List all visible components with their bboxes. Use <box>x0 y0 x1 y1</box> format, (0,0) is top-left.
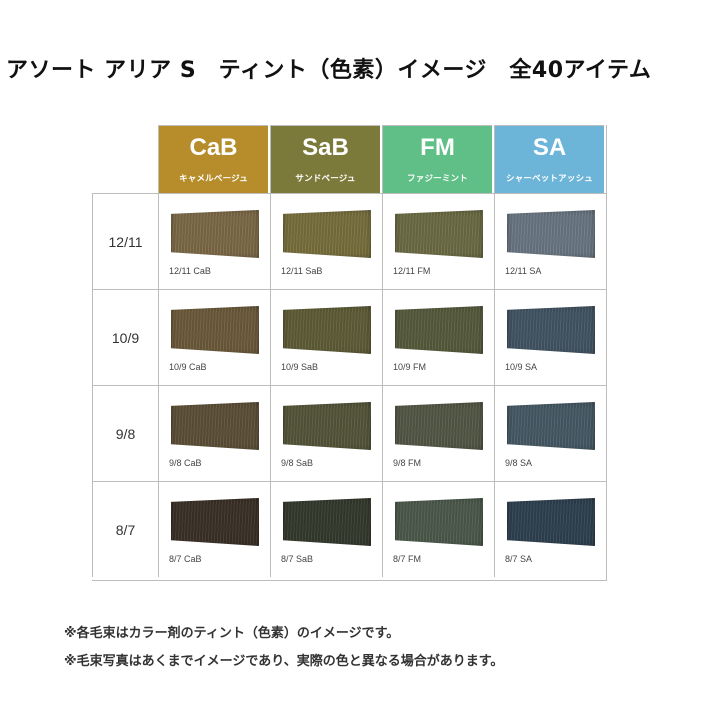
column-header-sa: SA シャーベットアッシュ <box>494 125 604 193</box>
row-header: 10/9 <box>92 289 158 385</box>
swatch-cell: 12/11 SaB <box>270 193 382 289</box>
swatch-cell: 12/11 SA <box>494 193 606 289</box>
swatch-cell: 12/11 CaB <box>158 193 270 289</box>
swatch-label: 12/11 CaB <box>169 266 211 276</box>
row-header: 8/7 <box>92 481 158 577</box>
swatch-label: 8/7 SaB <box>281 554 314 564</box>
swatch-cell: 9/8 CaB <box>158 385 270 481</box>
swatch-cell: 10/9 CaB <box>158 289 270 385</box>
swatch-cell: 10/9 FM <box>382 289 494 385</box>
hair-swatch <box>283 498 371 546</box>
swatch-label: 10/9 CaB <box>169 362 207 372</box>
hair-swatch <box>395 498 483 546</box>
hair-swatch <box>507 306 595 354</box>
hair-swatch <box>395 402 483 450</box>
footnote: ※各毛束はカラー剤のティント（色素）のイメージです。 <box>64 626 400 641</box>
hair-swatch <box>171 210 259 258</box>
hair-swatch <box>283 402 371 450</box>
swatch-cell: 9/8 FM <box>382 385 494 481</box>
swatch-label: 12/11 SA <box>505 266 542 276</box>
swatch-cell: 10/9 SaB <box>270 289 382 385</box>
column-name: ファジーミント <box>407 174 468 184</box>
swatch-label: 8/7 FM <box>393 554 422 564</box>
swatch-label: 12/11 SaB <box>281 266 323 276</box>
hair-swatch <box>507 210 595 258</box>
column-header-sab: SaB サンドベージュ <box>270 125 380 193</box>
hair-swatch <box>283 306 371 354</box>
column-code: FM <box>420 134 455 161</box>
column-name: キャメルベージュ <box>179 174 248 184</box>
hair-swatch <box>395 306 483 354</box>
hair-swatch <box>507 498 595 546</box>
swatch-label: 9/8 SA <box>505 458 533 468</box>
swatch-cell: 10/9 SA <box>494 289 606 385</box>
footnote: ※毛束写真はあくまでイメージであり、実際の色と異なる場合があります。 <box>64 654 504 669</box>
swatch-cell: 8/7 SaB <box>270 481 382 577</box>
swatch-cell: 8/7 SA <box>494 481 606 577</box>
column-code: SaB <box>302 134 349 161</box>
hair-swatch <box>171 306 259 354</box>
swatch-cell: 9/8 SaB <box>270 385 382 481</box>
swatch-label: 9/8 SaB <box>281 458 314 468</box>
swatch-cell: 8/7 FM <box>382 481 494 577</box>
row-header: 12/11 <box>92 193 158 289</box>
hair-swatch <box>171 402 259 450</box>
column-header-cab: CaB キャメルベージュ <box>158 125 268 193</box>
column-code: CaB <box>189 134 238 161</box>
swatch-label: 12/11 FM <box>393 266 431 276</box>
swatch-cell: 8/7 CaB <box>158 481 270 577</box>
swatch-label: 8/7 SA <box>505 554 533 564</box>
column-name: シャーベットアッシュ <box>505 174 593 184</box>
chart-corner <box>92 125 158 193</box>
row-header: 9/8 <box>92 385 158 481</box>
hair-swatch <box>171 498 259 546</box>
footnotes: ※各毛束はカラー剤のティント（色素）のイメージです。 ※毛束写真はあくまでイメー… <box>64 620 704 676</box>
swatch-label: 10/9 SA <box>505 362 538 372</box>
column-header-fm: FM ファジーミント <box>382 125 492 193</box>
swatch-label: 9/8 FM <box>393 458 422 468</box>
color-chart: CaB キャメルベージュ SaB サンドベージュ FM ファジーミント SA シ… <box>92 125 607 581</box>
page-title: アソート アリア S ティント（色素）イメージ 全40アイテム <box>6 58 652 83</box>
column-code: SA <box>532 134 567 161</box>
swatch-cell: 9/8 SA <box>494 385 606 481</box>
swatch-label: 8/7 CaB <box>169 554 202 564</box>
hair-swatch <box>283 210 371 258</box>
swatch-label: 10/9 FM <box>393 362 427 372</box>
hair-swatch <box>395 210 483 258</box>
hair-swatch <box>507 402 595 450</box>
swatch-cell: 12/11 FM <box>382 193 494 289</box>
column-name: サンドベージュ <box>295 174 356 184</box>
swatch-label: 10/9 SaB <box>281 362 319 372</box>
swatch-label: 9/8 CaB <box>169 458 202 468</box>
